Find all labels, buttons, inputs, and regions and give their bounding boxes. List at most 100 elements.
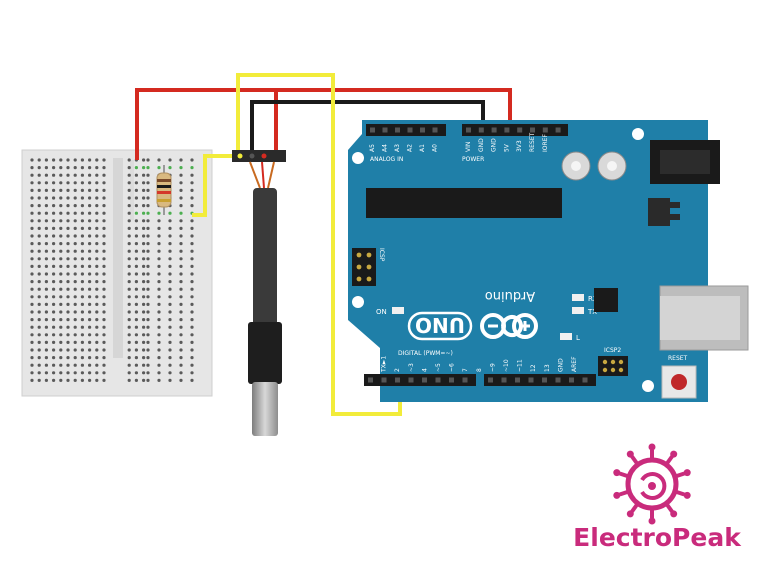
- regulator-tab: [670, 202, 680, 208]
- header-pin: [555, 127, 561, 133]
- breadboard-hole: [30, 257, 34, 261]
- breadboard-hole: [73, 280, 77, 284]
- breadboard-hole: [80, 219, 84, 223]
- breadboard-hole: [66, 211, 70, 215]
- breadboard-hole: [66, 378, 70, 382]
- breadboard-hole: [52, 280, 56, 284]
- breadboard-hole: [179, 211, 183, 215]
- breadboard-hole: [66, 325, 70, 329]
- icsp2-pin: [610, 367, 616, 373]
- icsp2-pin: [602, 367, 608, 373]
- breadboard-hole: [44, 378, 49, 382]
- breadboard-hole: [37, 310, 41, 314]
- breadboard-hole: [80, 378, 84, 382]
- emblem-dot: [670, 510, 678, 518]
- breadboard-hole: [88, 257, 92, 261]
- breadboard-hole: [37, 234, 41, 238]
- emblem-dot: [683, 469, 691, 477]
- breadboard-hole: [168, 340, 172, 344]
- emblem-dot: [670, 450, 678, 458]
- pin-label: RESET: [529, 132, 536, 152]
- breadboard-hole: [66, 219, 70, 223]
- breadboard-hole: [127, 363, 131, 367]
- breadboard-hole: [179, 181, 183, 185]
- breadboard-hole: [59, 166, 63, 170]
- header-pin: [517, 127, 523, 133]
- breadboard-hole: [44, 371, 49, 375]
- emblem-ray: [619, 490, 628, 497]
- breadboard-hole: [44, 325, 49, 329]
- breadboard-hole: [190, 310, 194, 314]
- reset-button-cap[interactable]: [671, 374, 687, 390]
- breadboard-hole: [127, 318, 131, 322]
- breadboard-hole: [102, 158, 106, 162]
- breadboard-hole: [127, 378, 131, 382]
- breadboard-hole: [95, 310, 99, 314]
- breadboard-hole: [80, 325, 84, 329]
- breadboard-hole: [88, 181, 92, 185]
- electropeak-text: ElectroPeak: [573, 523, 742, 552]
- breadboard-hole: [179, 340, 183, 344]
- pin-label: 8: [476, 368, 483, 372]
- breadboard-hole: [73, 211, 77, 215]
- breadboard-hole: [179, 219, 183, 223]
- breadboard-hole: [157, 318, 161, 322]
- power-header-pins: [466, 127, 561, 133]
- breadboard-hole: [134, 371, 138, 375]
- breadboard-hole: [59, 378, 63, 382]
- pin-label: 7: [462, 368, 469, 372]
- breadboard-hole: [95, 378, 99, 382]
- breadboard-hole: [44, 234, 49, 238]
- breadboard-hole: [30, 363, 34, 367]
- breadboard-hole: [146, 318, 150, 322]
- breadboard-hole: [52, 371, 56, 375]
- breadboard-hole: [66, 356, 70, 360]
- breadboard-hole: [80, 302, 84, 306]
- breadboard-hole: [95, 371, 99, 375]
- breadboard-hole: [30, 196, 34, 200]
- breadboard-hole: [142, 318, 146, 322]
- breadboard-hole: [73, 272, 77, 276]
- header-pin: [528, 377, 534, 383]
- header-pin: [530, 127, 535, 133]
- breadboard-hole: [80, 272, 84, 276]
- breadboard-hole: [73, 242, 77, 246]
- breadboard-hole: [30, 318, 34, 322]
- breadboard-hole: [190, 226, 194, 230]
- breadboard-hole: [102, 219, 106, 223]
- breadboard-hole: [88, 196, 92, 200]
- microcontroller-chip: [366, 188, 562, 218]
- breadboard-hole: [59, 280, 63, 284]
- breadboard-hole: [95, 196, 99, 200]
- breadboard-hole: [59, 371, 63, 375]
- breadboard-hole: [157, 371, 161, 375]
- breadboard-hole: [80, 226, 84, 230]
- header-pin: [462, 377, 468, 383]
- breadboard-hole: [168, 211, 172, 215]
- breadboard-hole: [73, 219, 77, 223]
- breadboard-hole: [157, 356, 161, 360]
- breadboard-hole: [30, 325, 34, 329]
- breadboard-hole: [59, 302, 63, 306]
- breadboard-hole: [59, 249, 63, 253]
- breadboard-hole: [102, 318, 106, 322]
- breadboard-hole: [44, 272, 49, 276]
- pin-label: 4: [421, 368, 428, 372]
- logo-loop-right: [512, 313, 538, 339]
- breadboard-hole: [73, 196, 77, 200]
- breadboard-hole: [127, 234, 131, 238]
- breadboard-hole: [102, 287, 106, 291]
- breadboard-hole: [168, 249, 172, 253]
- breadboard-hole: [142, 173, 146, 177]
- breadboard-hole: [66, 166, 70, 170]
- breadboard-hole: [102, 340, 106, 344]
- breadboard-hole: [37, 333, 41, 337]
- breadboard-hole: [179, 166, 183, 170]
- probe-lead: [249, 161, 261, 189]
- pin-label: 12: [530, 364, 537, 372]
- breadboard-hole: [52, 310, 56, 314]
- breadboard-hole: [52, 348, 56, 352]
- breadboard-hole: [190, 333, 194, 337]
- breadboard-hole: [44, 302, 49, 306]
